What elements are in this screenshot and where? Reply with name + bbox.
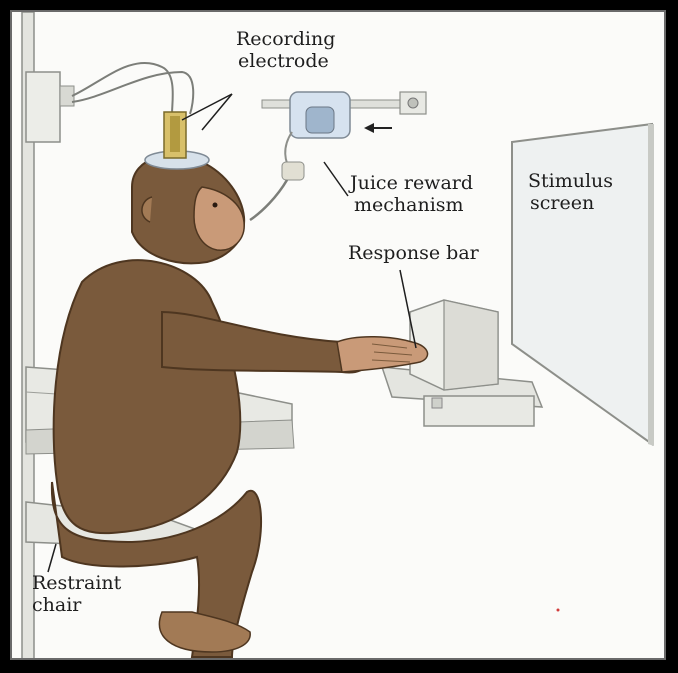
label-chair-line2: chair	[32, 594, 82, 616]
illustration	[21, 12, 654, 658]
label-stimulus-line1: Stimulus	[528, 170, 614, 192]
label-restraint-chair: Restraint chair	[32, 572, 121, 616]
label-juice-line1: Juice reward	[350, 172, 474, 194]
leader-lines	[47, 93, 417, 573]
label-stimulus-line2: screen	[530, 192, 595, 214]
electrode-cables	[71, 61, 195, 115]
label-recording-line2: electrode	[238, 50, 329, 72]
label-recording-line1: Recording	[236, 28, 336, 50]
label-stimulus-screen: Stimulus screen	[528, 170, 613, 214]
juice-reward-mechanism	[249, 91, 427, 222]
chair-frame	[21, 12, 75, 658]
label-recording-electrode: Recording electrode	[236, 28, 335, 72]
label-response-bar: Response bar	[348, 242, 479, 264]
response-bar	[409, 299, 499, 391]
label-chair-line1: Restraint	[32, 572, 122, 594]
stimulus-screen	[511, 122, 654, 446]
monkey	[50, 111, 429, 658]
diagram-panel: Recording electrode Juice reward mechani…	[10, 10, 666, 660]
label-juice-reward: Juice reward mechanism	[350, 172, 473, 216]
red-dot	[556, 608, 560, 612]
label-juice-line2: mechanism	[354, 194, 464, 216]
